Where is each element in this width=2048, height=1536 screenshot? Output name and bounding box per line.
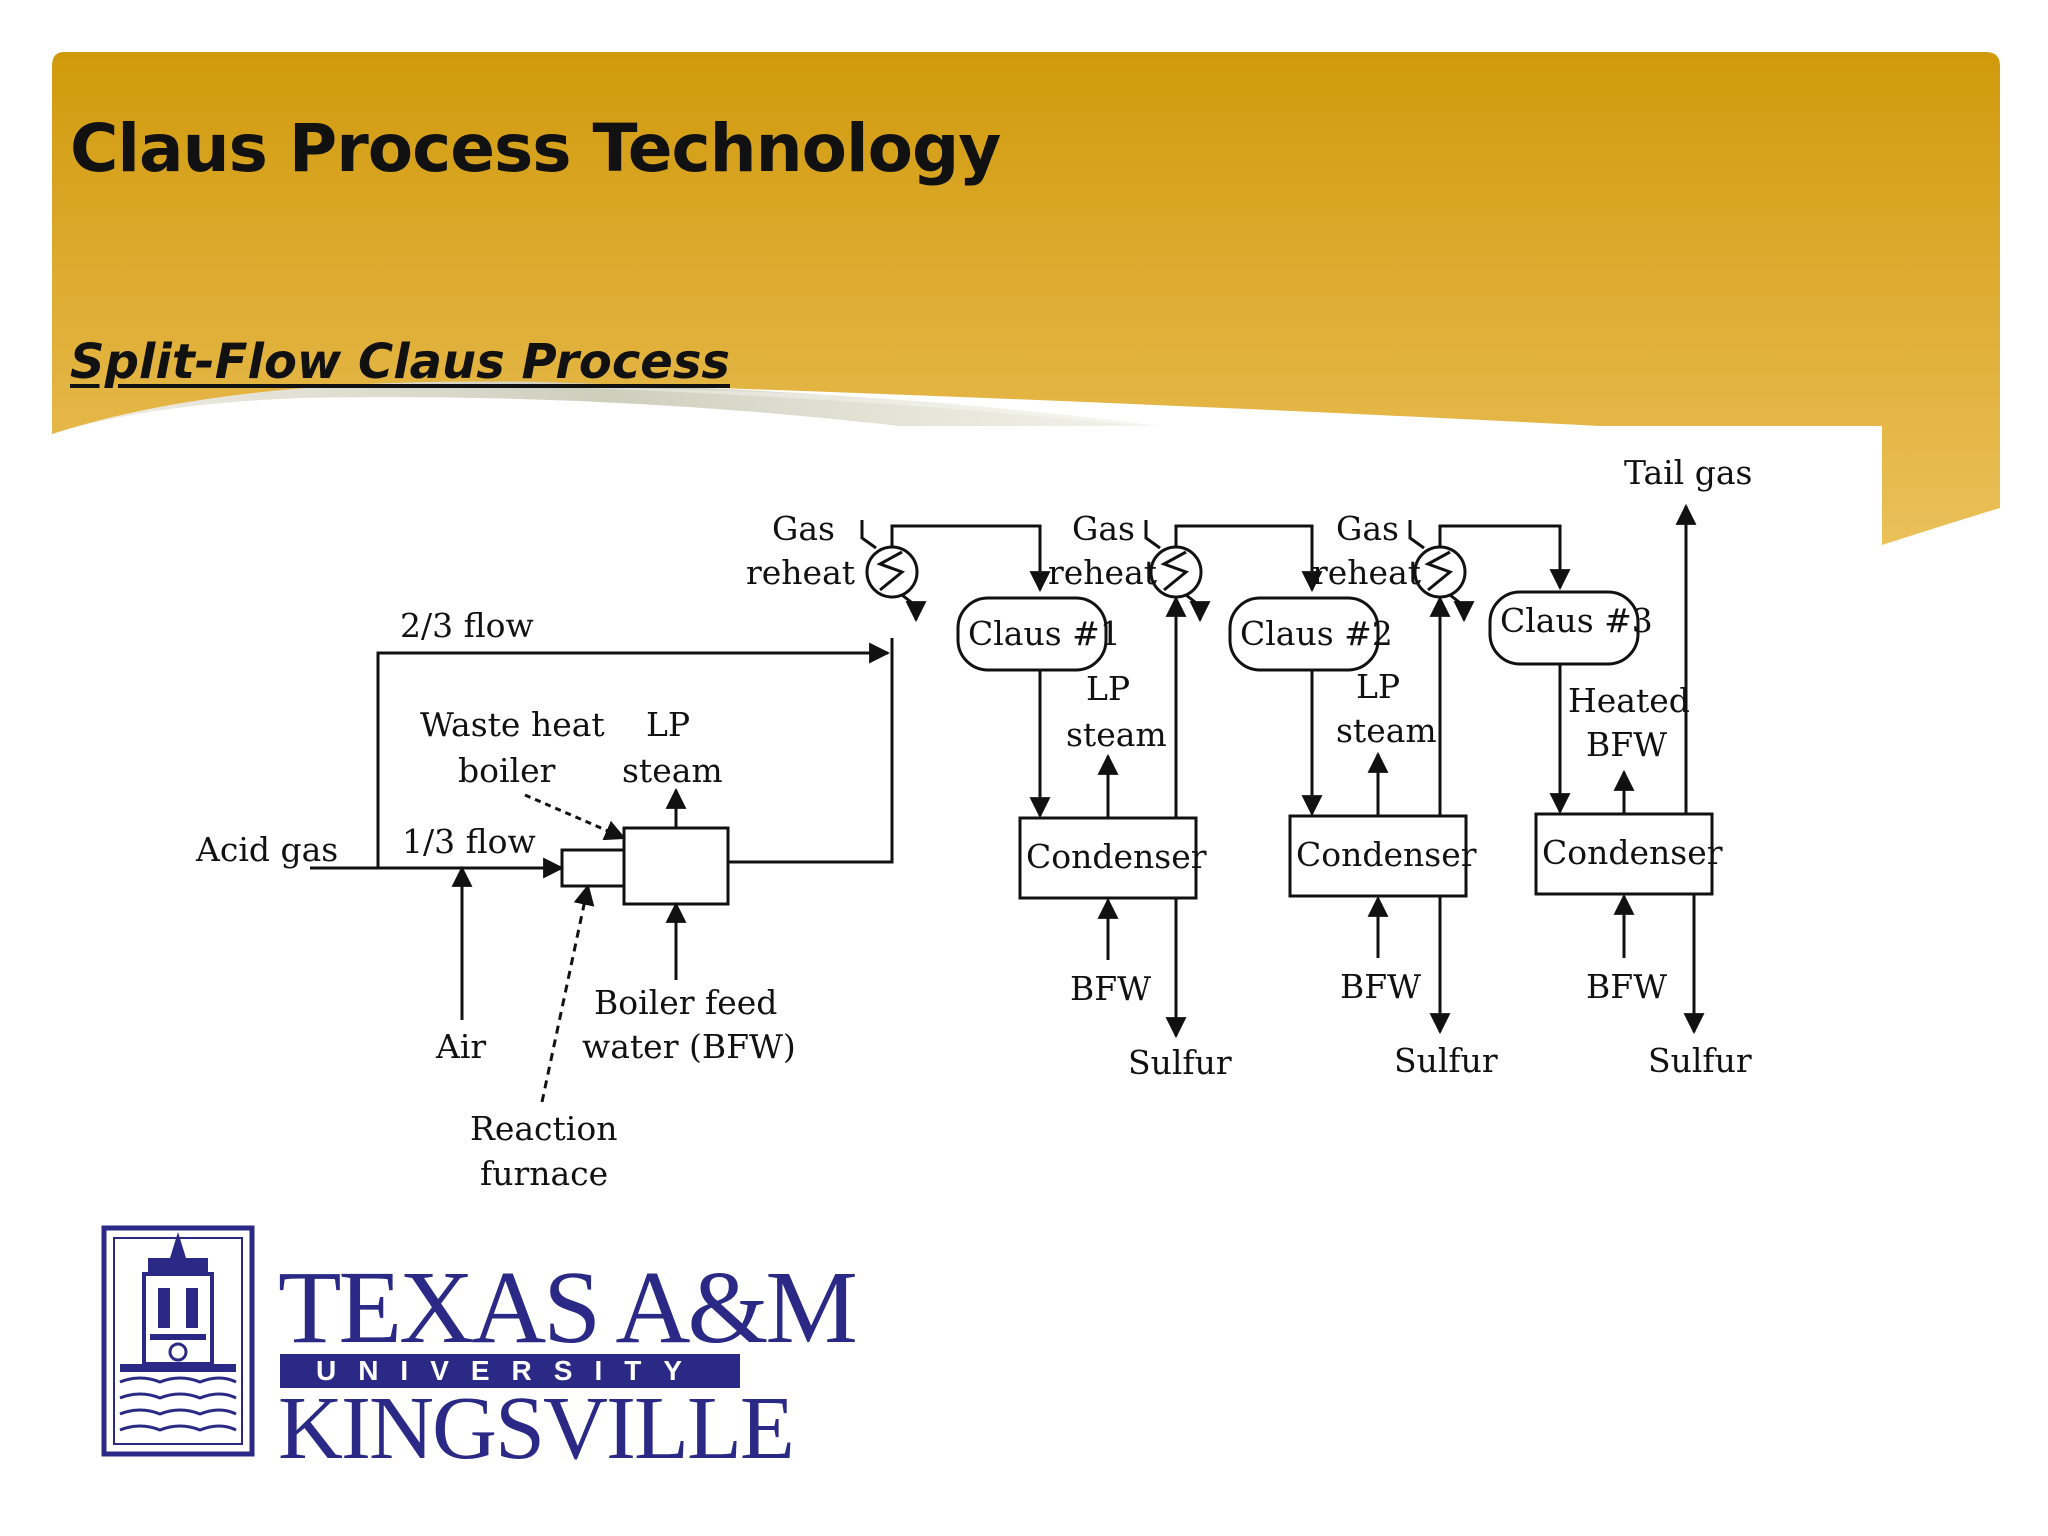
claus-3-reactor [1488, 590, 1640, 666]
reheater-3-out [1449, 593, 1475, 623]
gas-reheat-b-label-1: Gas [1072, 509, 1135, 548]
gas-reheat-c-label-1: Gas [1336, 509, 1399, 548]
claus-1-label: Claus #1 [968, 614, 1121, 653]
boiler-lp-label-1: LP [646, 705, 690, 744]
air-label: Air [435, 1027, 486, 1066]
condenser-2-label: Condenser [1296, 835, 1477, 874]
gas-reheat-b-label-2: reheat [1048, 553, 1157, 592]
reheater-2-coil [1160, 550, 1189, 592]
condenser-1-label: Condenser [1026, 837, 1207, 876]
reheater-3-to-claus-3 [1438, 524, 1571, 591]
acid-gas-label: Acid gas [195, 830, 338, 869]
claus-1-reactor [956, 596, 1108, 672]
two-thirds-flow-line [376, 642, 891, 868]
furnace-leader [540, 883, 595, 1103]
bfw-1-label: BFW [1070, 969, 1151, 1008]
college-hall-emblem-icon [101, 1225, 255, 1457]
logo-wordmark-texas-am: TEXAS A&M [278, 1250, 858, 1365]
waste-heat-leader [524, 793, 626, 841]
gas-reheat-a-label-2: reheat [746, 553, 855, 592]
bfw-2-label: BFW [1340, 967, 1421, 1006]
boiler-feed-label-2: water (BFW) [582, 1027, 796, 1066]
gas-reheat-a-label-1: Gas [772, 509, 835, 548]
diagram-background [150, 426, 1882, 1216]
logo-university-bar: UNIVERSITY [280, 1354, 740, 1388]
reheater-1-to-claus-1 [890, 524, 1051, 593]
page-title: Claus Process Technology [70, 110, 1001, 187]
page-subtitle: Split-Flow Claus Process [70, 334, 730, 390]
tail-gas-label: Tail gas [1624, 453, 1752, 492]
waste-heat-label-2: boiler [458, 751, 556, 790]
reheater-3-in [1408, 520, 1425, 550]
reheater-2-out [1185, 593, 1211, 623]
boiler-outlet-line [728, 638, 894, 864]
header-banner [52, 52, 2000, 545]
reheater-3-coil [1424, 550, 1453, 592]
claus-2-reactor [1228, 596, 1380, 672]
university-logo: TEXAS A&M UNIVERSITY KINGSVILLE [100, 1218, 858, 1478]
claus-3-label: Claus #3 [1500, 601, 1653, 640]
lp-steam-1-label-1: LP [1086, 669, 1130, 708]
sulfur-2-label: Sulfur [1394, 1041, 1498, 1080]
boiler-lp-label-2: steam [622, 751, 723, 790]
reaction-furnace-label-1: Reaction [470, 1109, 617, 1148]
lp-steam-2-label-2: steam [1336, 711, 1437, 750]
gas-reheat-c-label-2: reheat [1312, 553, 1421, 592]
lp-steam-2-label-1: LP [1356, 667, 1400, 706]
claus-2-label: Claus #2 [1240, 614, 1393, 653]
reaction-furnace-label-2: furnace [480, 1154, 608, 1193]
two-thirds-flow-label: 2/3 flow [400, 606, 534, 645]
lp-steam-1-label-2: steam [1066, 715, 1167, 754]
reheater-2-to-claus-2 [1174, 524, 1323, 593]
boiler-feed-label-1: Boiler feed [594, 983, 777, 1022]
sulfur-1-label: Sulfur [1128, 1043, 1232, 1082]
heated-bfw-label-2: BFW [1586, 725, 1667, 764]
logo-wordmark-kingsville: KINGSVILLE [278, 1379, 795, 1478]
heated-bfw-label-1: Heated [1568, 681, 1690, 720]
one-third-flow-label: 1/3 flow [402, 822, 536, 861]
reheater-1-in [860, 520, 877, 550]
condenser-3-label: Condenser [1542, 833, 1723, 872]
bfw-3-label: BFW [1586, 967, 1667, 1006]
waste-heat-label-1: Waste heat [420, 705, 605, 744]
reheater-1-coil [876, 550, 905, 592]
reheater-1-out [901, 593, 927, 623]
sulfur-3-label: Sulfur [1648, 1041, 1752, 1080]
reheater-2-in [1144, 520, 1161, 550]
